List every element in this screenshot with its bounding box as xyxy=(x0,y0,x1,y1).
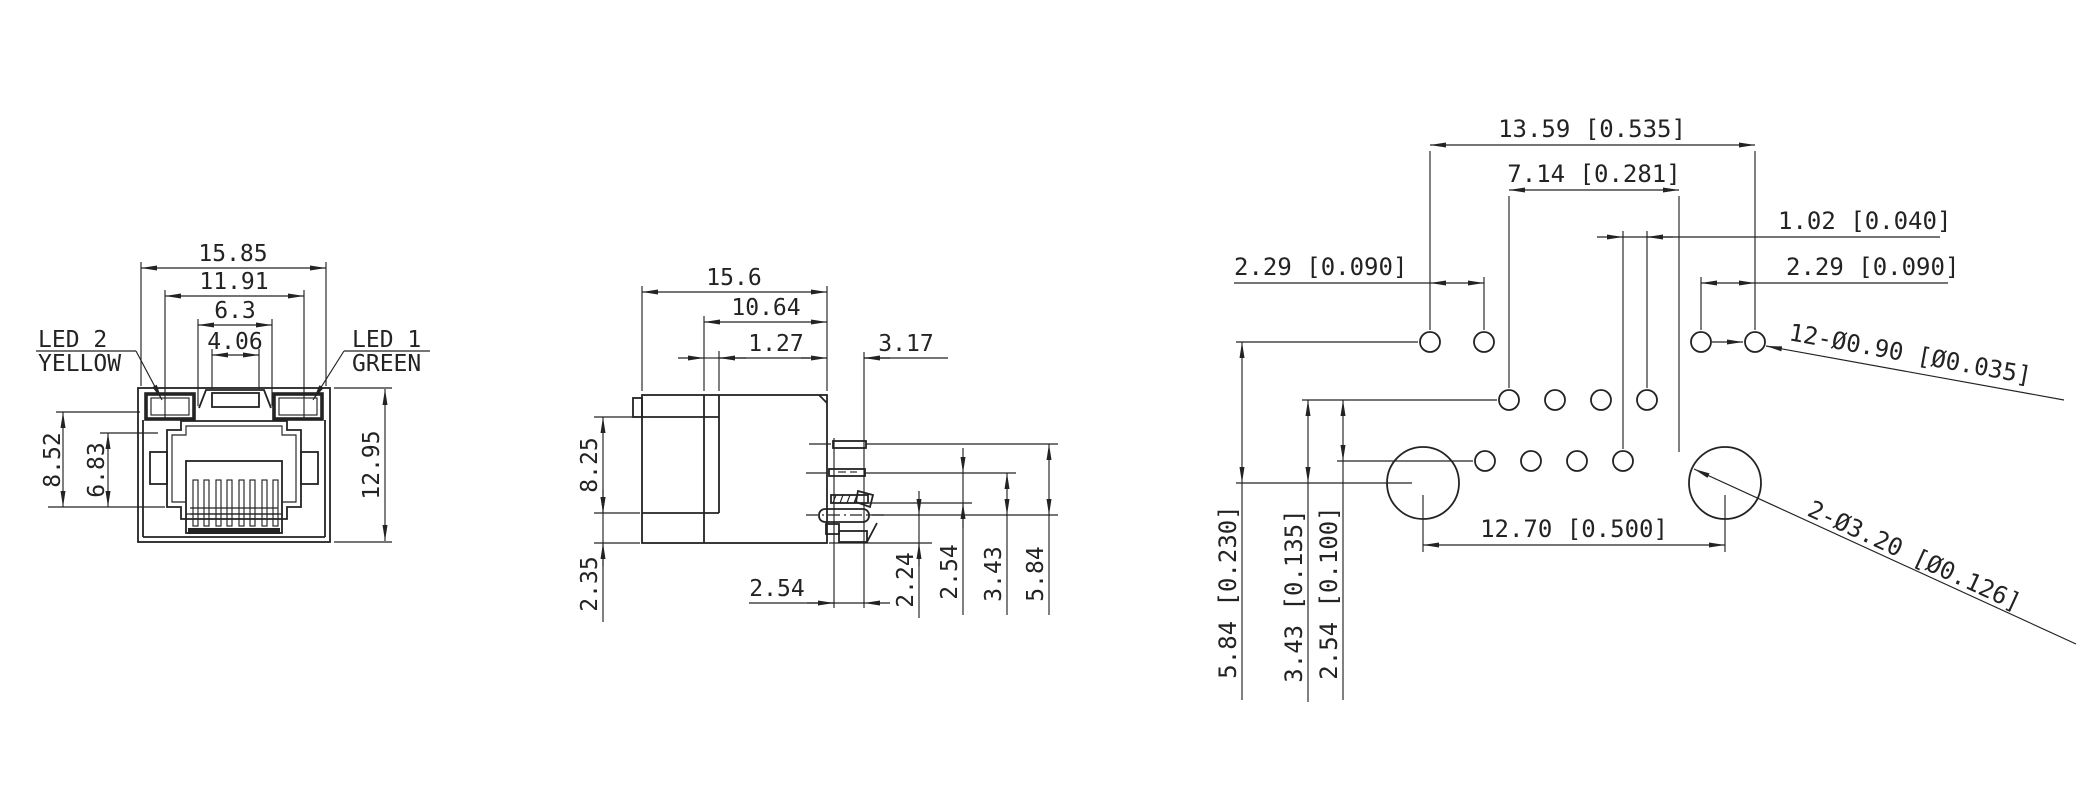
dim-fp-row-stagger: 1.02 [0.040] xyxy=(1597,207,1951,240)
led1-color: GREEN xyxy=(352,351,421,377)
mounting-holes xyxy=(1386,446,1762,520)
dim-side-pin-c: 3.43 xyxy=(981,473,1010,615)
dim-text: 6.3 xyxy=(214,298,256,324)
pin-legs xyxy=(806,352,1058,608)
dim-text: 13.59 [0.535] xyxy=(1498,115,1686,143)
dim-text: 12.95 xyxy=(359,430,385,499)
extension-lines xyxy=(1429,151,1756,452)
dim-front-tab-top-width: 4.06 xyxy=(207,329,263,389)
led-pin-holes xyxy=(1419,331,1766,353)
dim-text: 11.91 xyxy=(199,269,268,295)
dim-text: 6.83 xyxy=(84,442,110,497)
led2-name: LED 2 xyxy=(38,327,107,353)
dim-side-pin-a: 2.24 xyxy=(829,491,932,618)
side-view: 15.6 10.64 1.27 3.17 8.25 xyxy=(577,265,1058,622)
dim-text: 5.84 xyxy=(1023,546,1049,601)
dim-text: 1.27 xyxy=(748,331,803,357)
led1-name: LED 1 xyxy=(352,327,421,353)
dim-text: 2.54 xyxy=(749,576,804,602)
led-window-left xyxy=(144,392,196,421)
led2-color: YELLOW xyxy=(38,351,121,377)
dim-text: 3.43 xyxy=(981,546,1007,601)
dim-side-pin-tail: 3.17 xyxy=(801,331,948,361)
note-text: 2-Ø3.20 [Ø0.126] xyxy=(1804,495,2026,617)
dim-side-pin-b: 2.54 xyxy=(937,448,966,615)
dim-text: 2.29 [0.090] xyxy=(1786,253,1959,281)
dim-front-overall-width: 15.85 xyxy=(140,241,327,386)
dim-front-opening-height: 8.52 xyxy=(40,411,165,508)
dim-text: 2.54 xyxy=(937,544,963,599)
dim-front-tab-width: 6.3 xyxy=(197,298,273,406)
body-outline xyxy=(632,394,828,544)
dim-text: 5.84 [0.230] xyxy=(1214,505,1242,678)
dim-text: 12.70 [0.500] xyxy=(1480,515,1668,543)
dim-side-overall-depth: 15.6 xyxy=(641,265,828,391)
dim-text: 15.6 xyxy=(706,265,761,291)
rj45-front-outline xyxy=(137,387,331,543)
dim-front-inner-height: 6.83 xyxy=(84,432,158,507)
note-text: 12-Ø0.90 [Ø0.035] xyxy=(1787,318,2034,389)
dim-side-body-depth: 10.64 xyxy=(703,295,827,391)
note-pin-holes: 12-Ø0.90 [Ø0.035] xyxy=(1712,318,2065,401)
dim-side-pin-pitch: 2.54 xyxy=(749,576,890,606)
dim-fp-depth-c: 2.54 [0.100] xyxy=(1315,400,1473,700)
dim-fp-led-pitch-left: 2.29 [0.090] xyxy=(1234,253,1484,286)
dim-text: 1.02 [0.040] xyxy=(1778,207,1951,235)
note-mount-holes: 2-Ø3.20 [Ø0.126] xyxy=(1693,468,2077,645)
dim-text: 2.35 xyxy=(577,556,603,611)
jack-opening xyxy=(149,420,319,534)
dim-text: 2.54 [0.100] xyxy=(1315,506,1343,679)
signal-pin-holes-row1 xyxy=(1498,389,1658,411)
dim-side-pin-inset: 1.27 xyxy=(678,331,810,391)
dim-side-pin-d: 5.84 xyxy=(1023,444,1052,615)
dim-side-standoff: 2.35 xyxy=(577,489,640,622)
dim-fp-depth-b: 3.43 [0.135] xyxy=(1280,399,1497,702)
dim-fp-outer-span: 13.59 [0.535] xyxy=(1430,115,1755,148)
dim-text: 4.06 xyxy=(207,329,262,355)
dim-text: 2.24 xyxy=(893,552,919,607)
dim-front-overall-height: 12.95 xyxy=(334,387,392,543)
dim-text: 8.52 xyxy=(40,432,66,487)
dim-text: 3.17 xyxy=(878,331,933,357)
dim-fp-led-pitch-right: 2.29 [0.090] xyxy=(1701,253,1959,286)
dim-text: 2.29 [0.090] xyxy=(1234,253,1407,281)
contact-pins xyxy=(188,479,280,534)
dim-fp-mount-span: 12.70 [0.500] xyxy=(1422,495,1726,552)
dim-text: 10.64 xyxy=(731,295,800,321)
dim-text: 7.14 [0.281] xyxy=(1507,160,1680,188)
footprint-view: 13.59 [0.535] 7.14 [0.281] 1.02 [0.040] … xyxy=(1214,115,2077,702)
dim-front-shield-width: 11.91 xyxy=(164,269,305,418)
dim-fp-depth-a: 5.84 [0.230] xyxy=(1214,341,1418,700)
front-view: LED 2 YELLOW LED 1 GREEN 15.85 11.91 xyxy=(36,241,430,543)
dim-fp-inner-span: 7.14 [0.281] xyxy=(1507,160,1681,193)
top-tab xyxy=(198,389,272,409)
dim-side-body-height: 8.25 xyxy=(577,416,640,514)
dim-text: 15.85 xyxy=(198,241,267,267)
label-led2: LED 2 YELLOW xyxy=(36,327,163,401)
label-led1: LED 1 GREEN xyxy=(312,327,430,401)
dim-text: 8.25 xyxy=(577,437,603,492)
led-window-right xyxy=(272,392,324,421)
dim-text: 3.43 [0.135] xyxy=(1280,509,1308,682)
signal-pin-holes-row2 xyxy=(1474,450,1634,472)
